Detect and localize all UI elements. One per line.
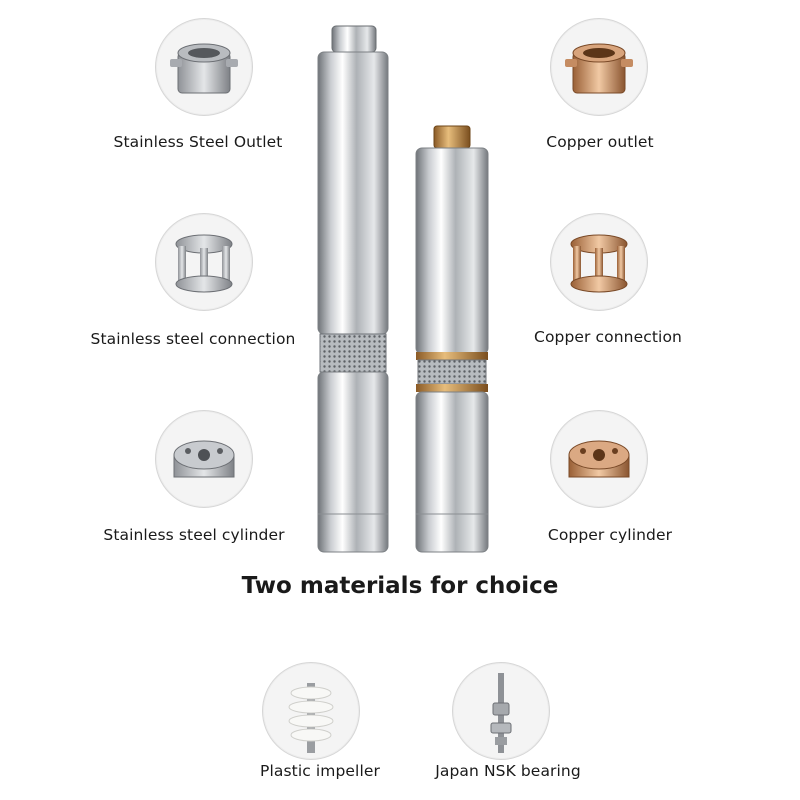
nsk-bearing-label: Japan NSK bearing bbox=[435, 762, 581, 780]
copper-outlet-icon bbox=[550, 18, 648, 116]
copper-pump bbox=[412, 124, 492, 558]
copper-connection-icon bbox=[550, 213, 648, 311]
stainless-connection-icon bbox=[155, 213, 253, 311]
stainless-cylinder-label: Stainless steel cylinder bbox=[103, 526, 285, 544]
stainless-cylinder-icon bbox=[155, 410, 253, 508]
plastic-impeller-icon bbox=[262, 662, 360, 760]
nsk-bearing-icon bbox=[452, 662, 550, 760]
stainless-outlet-label: Stainless Steel Outlet bbox=[113, 133, 283, 151]
copper-cylinder-icon bbox=[550, 410, 648, 508]
copper-outlet-label: Copper outlet bbox=[546, 133, 654, 151]
stainless-connection-label: Stainless steel connection bbox=[90, 330, 296, 348]
stainless-steel-pump bbox=[312, 24, 394, 558]
headline: Two materials for choice bbox=[241, 573, 559, 599]
stainless-outlet-icon bbox=[155, 18, 253, 116]
copper-connection-label: Copper connection bbox=[534, 328, 682, 346]
plastic-impeller-label: Plastic impeller bbox=[260, 762, 380, 780]
copper-cylinder-label: Copper cylinder bbox=[547, 526, 673, 544]
